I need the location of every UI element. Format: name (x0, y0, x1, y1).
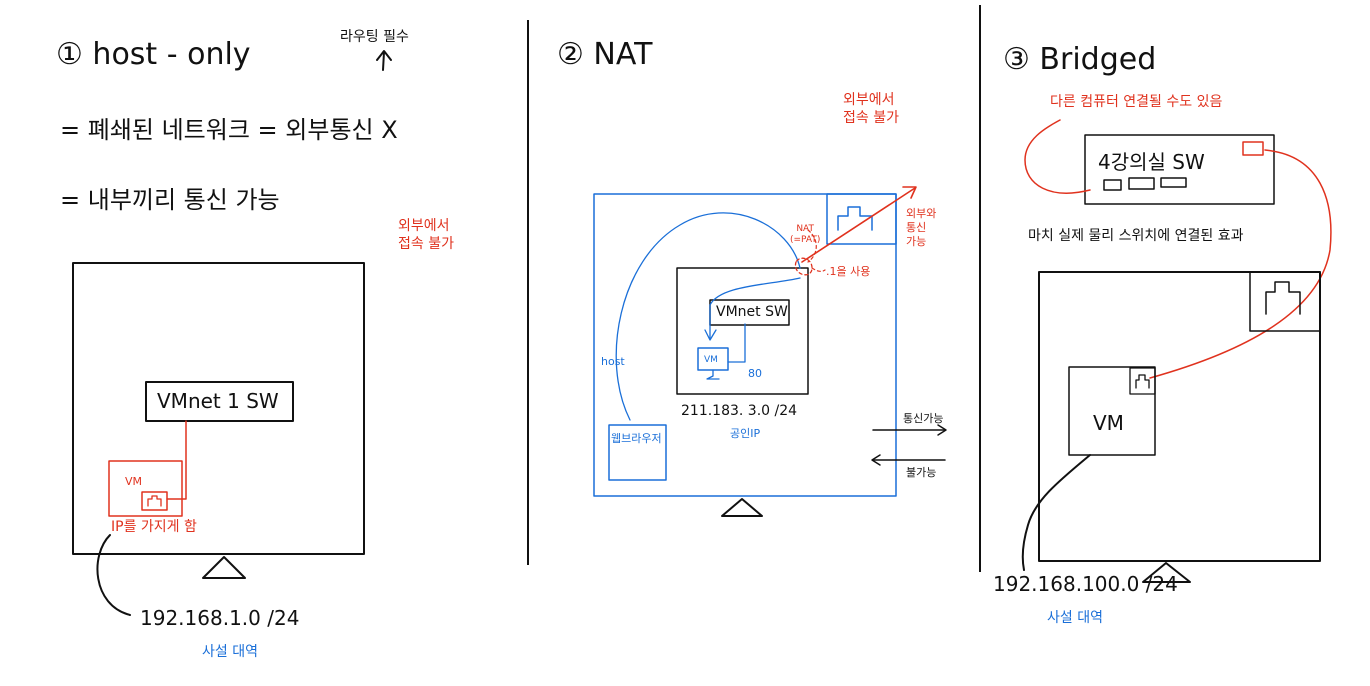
host-pc-box-3 (1038, 271, 1321, 562)
ip-assign-note: IP를 가지게 함 (111, 519, 197, 535)
classroom-switch-label: 4강의실 SW (1098, 150, 1205, 174)
internal-comm-line: = 내부끼리 통신 가능 (60, 186, 280, 214)
routing-required-note: 라우팅 필수 (340, 29, 409, 45)
vm-box (108, 460, 183, 517)
router-corner-box (826, 193, 897, 245)
comm-no-label: 불가능 (906, 466, 937, 479)
public-ip-label: 공인IP (730, 427, 761, 440)
nic-icon (141, 491, 168, 511)
monitor-stand-icon-3 (1142, 562, 1191, 583)
host-label: host (601, 355, 625, 368)
vm-box-3 (1068, 366, 1156, 456)
vmnet-switch-label: VMnet SW (716, 304, 788, 320)
host-pc-box (72, 262, 365, 555)
nat-inner-box (676, 267, 809, 395)
bridged-title: ③ Bridged (1003, 42, 1157, 77)
router-icon (837, 206, 873, 231)
bridged-vm-label: VM (1093, 411, 1124, 435)
web-browser-box (608, 424, 667, 481)
nat-diagram (593, 186, 947, 517)
host-only-subnet: 192.168.1.0 /24 (140, 606, 300, 630)
bridged-diagram (1021, 119, 1332, 583)
router-corner-box-3 (1249, 271, 1321, 332)
monitor-stand-icon (202, 556, 246, 579)
host-only-title: ① host - only (56, 37, 251, 72)
nat-subnet: 211.183. 3.0 /24 (681, 403, 798, 419)
nat-host-box (593, 193, 897, 497)
dot1-use-note: .1을 사용 (826, 265, 871, 278)
comm-ok-label: 통신가능 (903, 412, 944, 425)
private-range-label: 사설 대역 (202, 644, 258, 660)
bridged-private-range-label: 사설 대역 (1047, 610, 1103, 626)
web-browser-label: 웹브라우저 (611, 432, 662, 445)
bridged-subnet: 192.168.100.0 /24 (993, 572, 1178, 596)
classroom-switch-box (1084, 134, 1275, 205)
vmnet1-switch-box (145, 381, 294, 422)
nat-vm-label: VM (704, 355, 718, 365)
router-icon-3 (1265, 281, 1301, 315)
vmnet1-switch-label: VMnet 1 SW (157, 389, 279, 413)
host-only-diagram (72, 50, 392, 616)
nat-title: ② NAT (557, 37, 653, 72)
nat-pat-label: NAT(=PAT) (790, 224, 821, 246)
physical-switch-effect-note: 마치 실제 물리 스위치에 연결된 효과 (1028, 228, 1244, 244)
monitor-stand-icon-2 (721, 498, 763, 517)
port-80-label: 80 (748, 367, 762, 380)
other-pc-note: 다른 컴퓨터 연결될 수도 있음 (1050, 94, 1223, 110)
vm-label: VM (125, 475, 143, 488)
closed-network-line: = 폐쇄된 네트워크 = 외부통신 X (60, 116, 398, 144)
